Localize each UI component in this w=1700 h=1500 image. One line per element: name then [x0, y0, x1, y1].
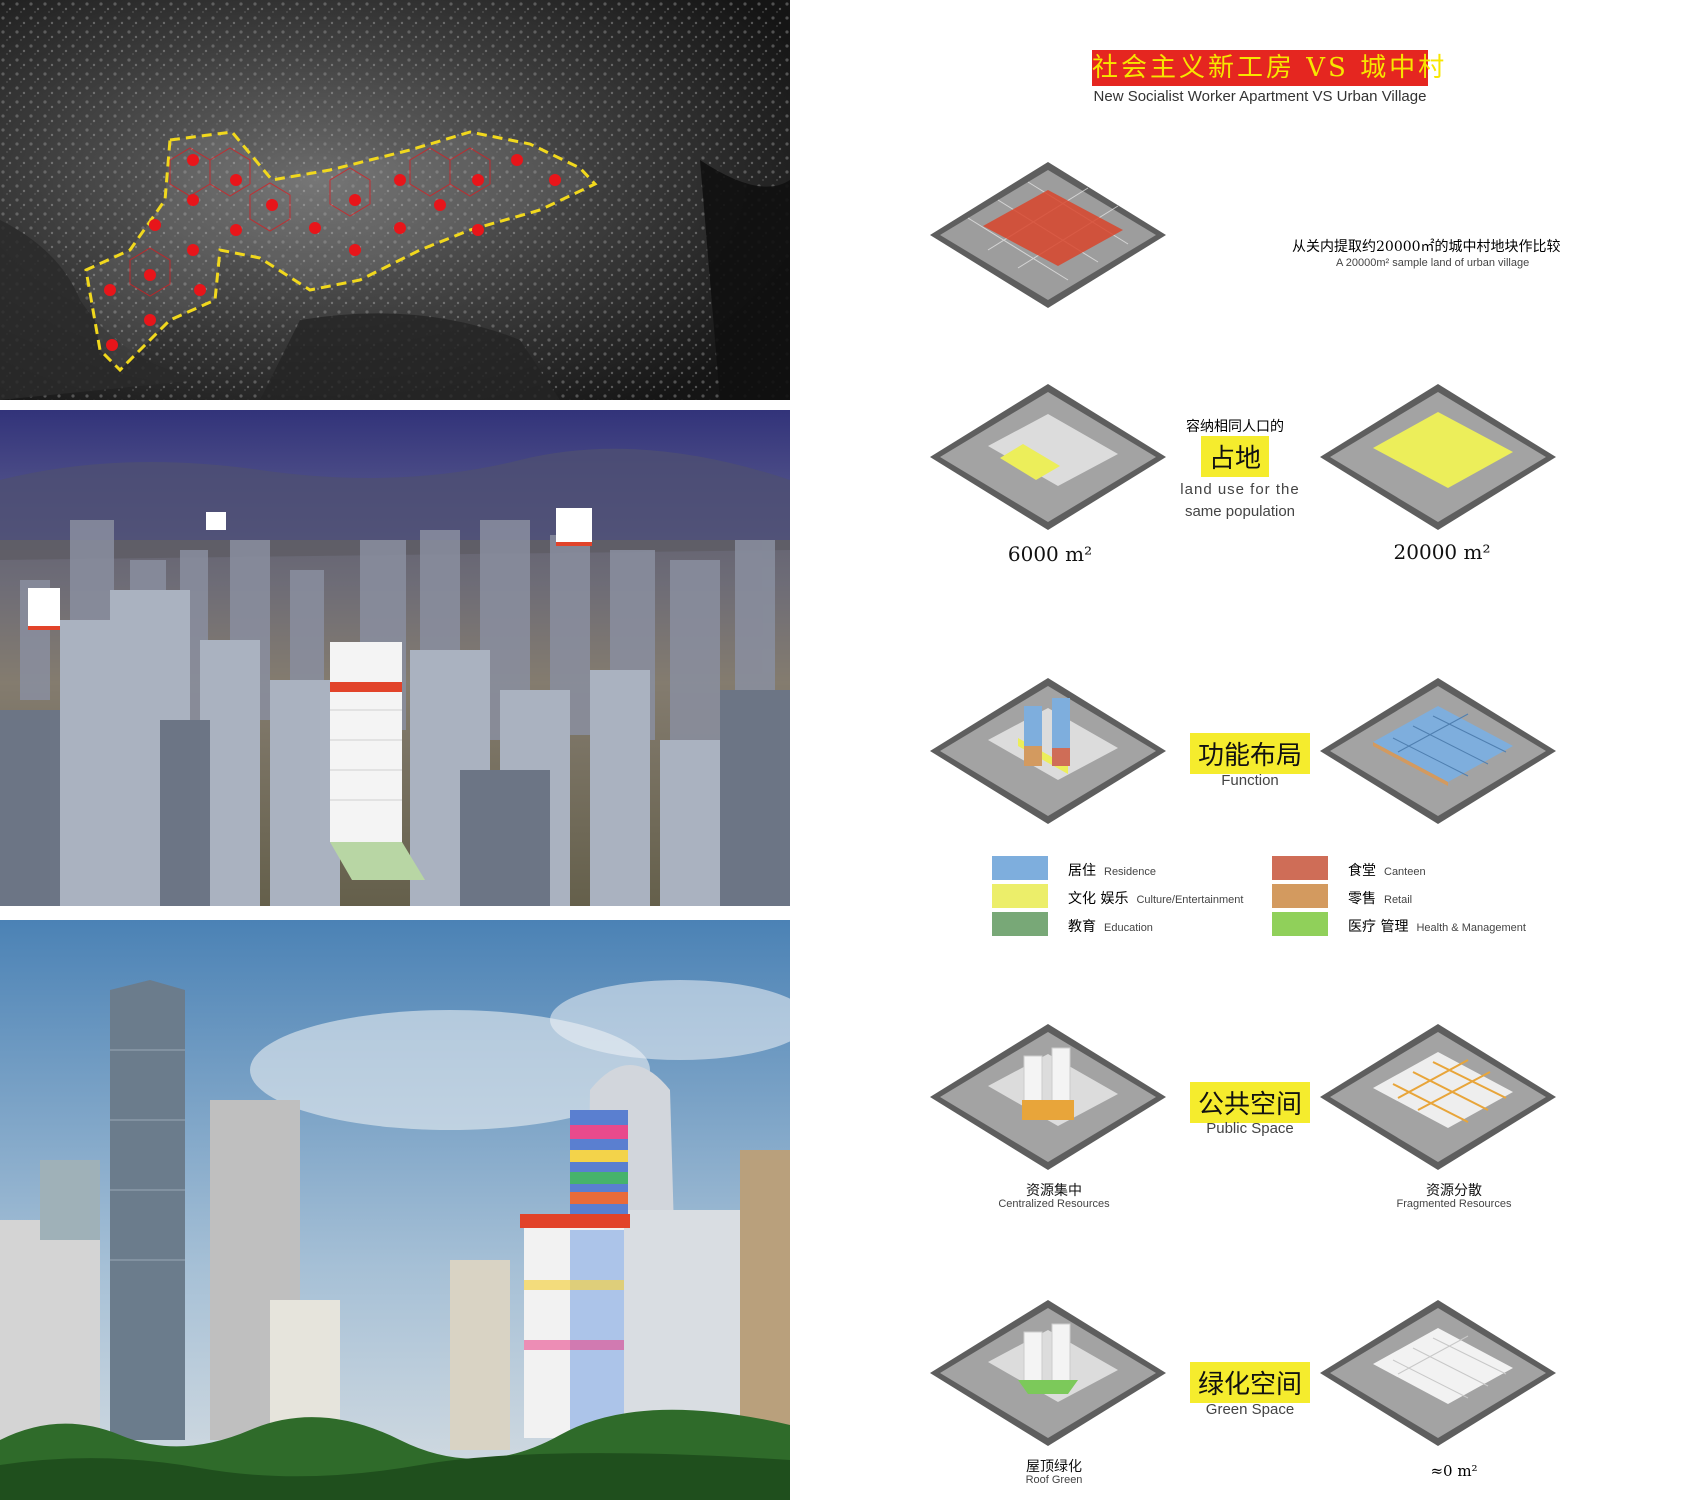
- land-use-intro: 容纳相同人口的: [1186, 419, 1284, 435]
- public-heading-wrap: 公共空间: [1180, 1082, 1320, 1123]
- land-use-heading: 占地: [1200, 436, 1269, 477]
- green-left-en: Roof Green: [1025, 1474, 1083, 1486]
- iso-land-use-apartment: [928, 382, 1168, 532]
- green-heading: 绿化空间: [1189, 1362, 1310, 1403]
- zone-boundary: [84, 130, 598, 373]
- aerial-city-photo: [0, 410, 790, 906]
- sample-caption-cn: 从关内提取约20000㎡的城中村地块作比较: [1292, 239, 1561, 255]
- green-left-cn: 屋顶绿化: [1026, 1459, 1082, 1475]
- iso-green-apartment: [928, 1298, 1168, 1448]
- public-right-cn: 资源分散: [1426, 1183, 1482, 1199]
- public-left-en: Centralized Resources: [998, 1198, 1110, 1210]
- green-heading-wrap: 绿化空间: [1180, 1362, 1320, 1403]
- iso-public-apartment: [928, 1022, 1168, 1172]
- green-heading-en: Green Space: [1205, 1401, 1295, 1418]
- satellite-map-image: [0, 0, 790, 400]
- subtitle: New Socialist Worker Apartment VS Urban …: [1093, 88, 1427, 105]
- legend-swatch-residence: [992, 856, 1048, 880]
- public-left-cn: 资源集中: [1026, 1183, 1082, 1199]
- sample-caption-en: A 20000m² sample land of urban village: [1336, 257, 1530, 269]
- function-heading-wrap: 功能布局: [1180, 733, 1320, 774]
- legend-swatch-education: [992, 912, 1048, 936]
- iso-green-village: [1318, 1298, 1558, 1448]
- proposed-worker-apartment-tower: [330, 642, 425, 880]
- iso-function-apartment: [928, 676, 1168, 826]
- legend-swatch-retail: [1272, 884, 1328, 908]
- function-heading: 功能布局: [1189, 733, 1310, 774]
- title-banner: 社会主义新工房 VS 城中村: [1092, 50, 1444, 86]
- iso-land-use-village: [1318, 382, 1558, 532]
- land-use-en-1: land use for the: [1180, 481, 1300, 498]
- iso-function-village: [1318, 676, 1558, 826]
- public-heading-en: Public Space: [1206, 1120, 1294, 1137]
- land-use-right-area: 20000 m²: [1393, 540, 1491, 564]
- street-level-city-photo: [0, 920, 790, 1500]
- proposed-colorful-tower: [520, 1110, 630, 1440]
- iso-public-village: [1318, 1022, 1558, 1172]
- land-use-heading-wrap: 占地: [1165, 436, 1305, 477]
- function-heading-en: Function: [1221, 772, 1279, 789]
- land-use-left-area: 6000 m²: [1007, 542, 1093, 566]
- legend-swatch-canteen: [1272, 856, 1328, 880]
- iso-sample-site: [928, 160, 1168, 310]
- public-right-en: Fragmented Resources: [1396, 1198, 1512, 1210]
- legend-swatch-culture: [992, 884, 1048, 908]
- legend-swatch-health: [1272, 912, 1328, 936]
- land-use-en-2: same population: [1184, 503, 1296, 520]
- public-heading: 公共空间: [1189, 1082, 1310, 1123]
- green-right-value: ≈0 m²: [1430, 1462, 1478, 1480]
